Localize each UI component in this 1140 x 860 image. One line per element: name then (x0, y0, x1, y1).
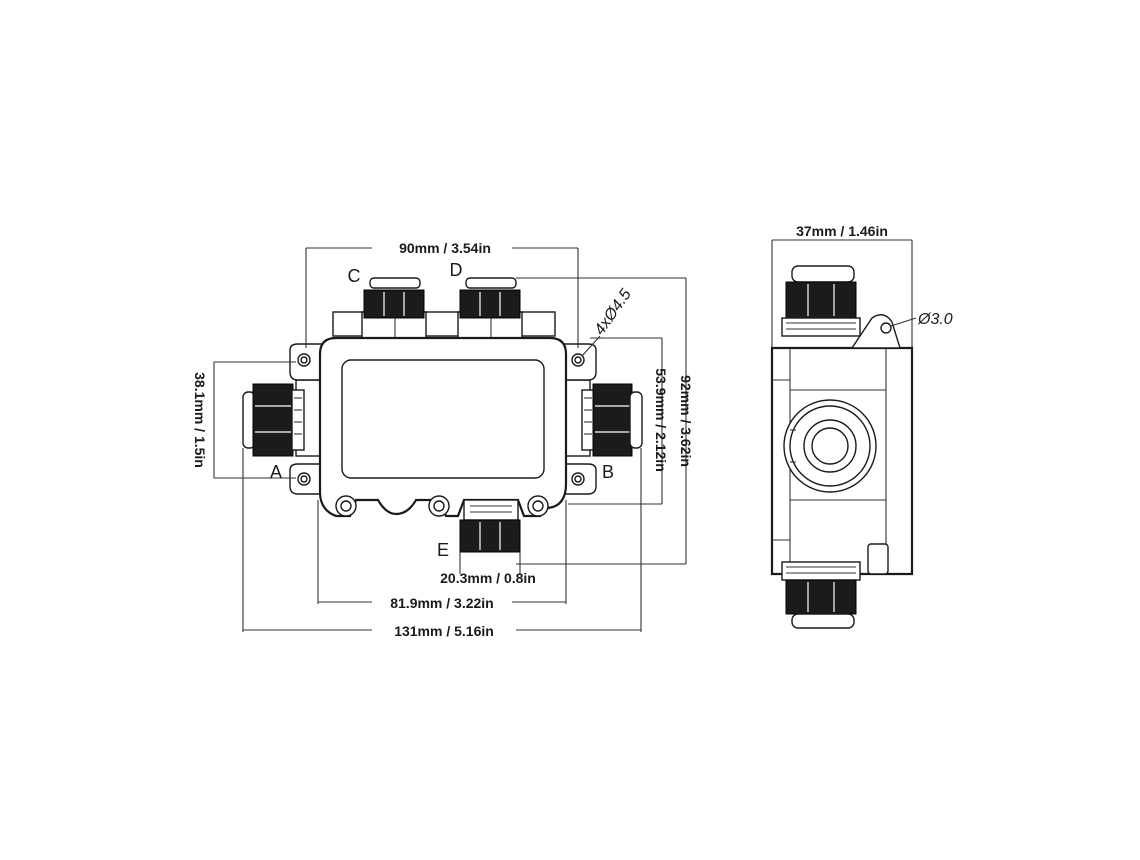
front-view: 90mm / 3.54in 38.1mm / 1.5in 53.9mm / 2.… (192, 240, 694, 639)
port-label-a: A (270, 462, 282, 482)
dim-total-width: 131mm / 5.16in (394, 623, 494, 639)
dim-body-width: 81.9mm / 3.22in (390, 595, 494, 611)
side-center-gland (783, 399, 877, 493)
dim-total-height: 92mm / 3.62in (678, 375, 694, 467)
side-bottom-gland (781, 561, 861, 629)
side-top-gland (781, 265, 861, 337)
dim-lock-hole: Ø3.0 (917, 311, 953, 328)
port-label-b: B (602, 462, 614, 482)
bottom-screws (335, 495, 549, 517)
gland-e (459, 499, 521, 553)
housing-lid (341, 359, 545, 479)
side-lock-hole (880, 322, 892, 334)
gland-d (457, 277, 523, 339)
port-label-e: E (437, 540, 449, 560)
front-dimension-lines (213, 247, 687, 632)
dim-side-width: 37mm / 1.46in (796, 223, 888, 239)
dim-left-height: 38.1mm / 1.5in (192, 372, 208, 468)
dim-top-width: 90mm / 3.54in (399, 240, 491, 256)
dim-gland-width: 20.3mm / 0.8in (440, 570, 536, 586)
dim-inner-height: 53.9mm / 2.12in (653, 368, 669, 472)
side-view: 37mm / 1.46in Ø3.0 (770, 223, 953, 629)
dim-mount-holes: 4xØ4.5 (591, 286, 635, 338)
gland-b (581, 383, 643, 457)
port-label-c: C (348, 266, 361, 286)
gland-c (361, 277, 427, 339)
gland-a (242, 383, 305, 457)
port-label-d: D (450, 260, 463, 280)
